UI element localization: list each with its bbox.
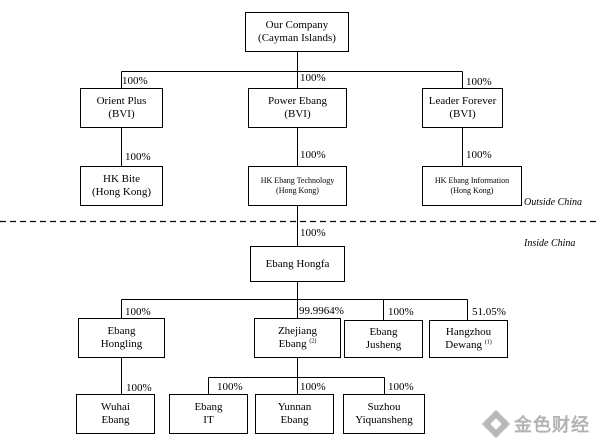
watermark-text: 金色财经 — [514, 415, 590, 436]
entity-jurisdiction: (Hong Kong) — [276, 186, 319, 195]
pct-power-ebang: 100% — [300, 72, 326, 84]
entity-name-line2: Jusheng — [365, 339, 402, 351]
entity-name-line2: Yiquansheng — [355, 414, 413, 426]
entity-jurisdiction: (Hong Kong) — [92, 186, 151, 198]
pct-hk-ebang-information: 100% — [466, 149, 492, 161]
entity-name: HK Ebang Technology — [260, 176, 335, 185]
entity-our-company: Our Company (Cayman Islands) — [245, 12, 349, 52]
entity-hk-ebang-information: HK Ebang Information (Hong Kong) — [422, 166, 522, 206]
footnote-marker: (2) — [309, 338, 317, 345]
entity-leader-forever: Leader Forever (BVI) — [422, 88, 503, 128]
entity-suzhou-yiquansheng: Suzhou Yiquansheng — [343, 394, 425, 434]
entity-name: Power Ebang — [268, 95, 327, 107]
entity-jurisdiction: (BVI) — [108, 108, 135, 120]
entity-jurisdiction: (BVI) — [449, 108, 476, 120]
entity-name-line2: IT — [203, 414, 214, 426]
entity-name: HK Bite — [103, 173, 140, 185]
entity-hk-bite: HK Bite (Hong Kong) — [80, 166, 163, 206]
entity-name: Ebang — [107, 325, 136, 337]
entity-name: Our Company — [265, 19, 329, 31]
entity-name: Ebang — [194, 401, 223, 413]
entity-name-line2: Ebang — [278, 338, 307, 350]
pct-hk-bite: 100% — [125, 151, 151, 163]
entity-power-ebang: Power Ebang (BVI) — [248, 88, 347, 128]
entity-name: Yunnan — [277, 401, 312, 413]
entity-name: Ebang Hongfa — [265, 257, 330, 270]
watermark: 金色财经 — [481, 409, 598, 439]
entity-ebang-jusheng: Ebang Jusheng — [344, 320, 423, 358]
pct-ebang-it: 100% — [217, 381, 243, 393]
entity-name-line2: Ebang — [280, 414, 309, 426]
footnote-marker: (1) — [484, 339, 492, 346]
entity-name: HK Ebang Information — [434, 176, 510, 185]
entity-ebang-hongfa: Ebang Hongfa — [250, 246, 345, 282]
pct-leader-forever: 100% — [466, 76, 492, 88]
entity-name: Suzhou — [367, 401, 401, 413]
entity-name-line2: Hongling — [100, 338, 143, 350]
entity-hangzhou-dewang: Hangzhou Dewang (1) — [429, 320, 508, 358]
pct-ebang-jusheng: 100% — [388, 306, 414, 318]
entity-ebang-it: Ebang IT — [169, 394, 248, 434]
entity-jurisdiction: (Hong Kong) — [450, 186, 494, 195]
pct-suzhou-yiquansheng: 100% — [388, 381, 414, 393]
pct-hk-ebang-technology: 100% — [300, 149, 326, 161]
entity-zhejiang-ebang: Zhejiang Ebang (2) — [254, 318, 341, 358]
entity-name: Zhejiang — [277, 325, 318, 337]
entity-yunnan-ebang: Yunnan Ebang — [255, 394, 334, 434]
diamond-logo-icon — [481, 409, 511, 439]
pct-yunnan-ebang: 100% — [300, 381, 326, 393]
entity-jurisdiction: (Cayman Islands) — [258, 32, 336, 44]
pct-hangzhou-dewang: 51.05% — [472, 306, 506, 318]
pct-zhejiang-ebang: 99.9964% — [299, 305, 344, 317]
pct-orient-plus: 100% — [122, 75, 148, 87]
pct-wuhai-ebang: 100% — [126, 382, 152, 394]
entity-name: Orient Plus — [96, 95, 147, 107]
entity-ebang-hongling: Ebang Hongling — [78, 318, 165, 358]
entity-name-line2: Dewang — [445, 339, 482, 351]
pct-ebang-hongling: 100% — [125, 306, 151, 318]
region-inside-china: Inside China — [524, 238, 576, 249]
entity-name: Ebang — [369, 326, 398, 338]
entity-name: Hangzhou — [445, 326, 492, 338]
pct-ebang-hongfa: 100% — [300, 227, 326, 239]
entity-name: Leader Forever — [428, 95, 497, 107]
entity-name-line2: Ebang — [101, 414, 130, 426]
entity-wuhai-ebang: Wuhai Ebang — [76, 394, 155, 434]
entity-name: Wuhai — [101, 401, 130, 413]
entity-jurisdiction: (BVI) — [284, 108, 311, 120]
entity-hk-ebang-technology: HK Ebang Technology (Hong Kong) — [248, 166, 347, 206]
region-outside-china: Outside China — [524, 197, 583, 208]
entity-orient-plus: Orient Plus (BVI) — [80, 88, 163, 128]
